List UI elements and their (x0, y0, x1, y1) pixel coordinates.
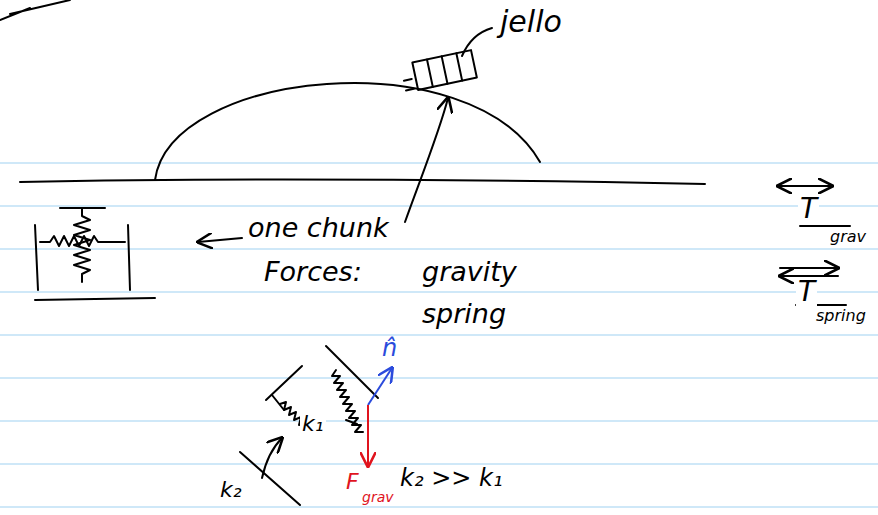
note-label: Forces: (262, 258, 364, 286)
force-label: F (344, 470, 361, 493)
symbol-label: T (798, 194, 819, 223)
spring-constant-label: k₂ (218, 478, 244, 501)
subscript-label: spring (814, 308, 868, 325)
grav-tension-arrows (778, 186, 850, 226)
note-label: spring (420, 300, 508, 328)
note-label: one chunk (246, 214, 391, 242)
normal-label: n̂ (380, 336, 399, 361)
spring-box (35, 208, 155, 300)
note-label: jello (498, 6, 564, 38)
note-label: k₂ >> k₁ (398, 466, 505, 491)
note-label: gravity (420, 258, 519, 286)
subscript-label: grav (828, 229, 868, 246)
chunk-arrow (405, 98, 448, 222)
ground-line (20, 179, 705, 184)
tilted-chunk (240, 346, 378, 505)
spring-constant-label: k₁ (300, 412, 326, 435)
jello-dome (155, 83, 540, 180)
jello-chunk-grid (401, 50, 477, 92)
jello-leader (462, 28, 492, 56)
chunk-left-arrow (198, 238, 242, 242)
gravity-arrow (367, 405, 369, 466)
symbol-label: T (796, 277, 817, 306)
normal-arrow (368, 368, 392, 405)
ruled-lines (0, 163, 878, 507)
corner-scribble (0, 0, 70, 20)
subscript-label: grav (360, 490, 396, 505)
